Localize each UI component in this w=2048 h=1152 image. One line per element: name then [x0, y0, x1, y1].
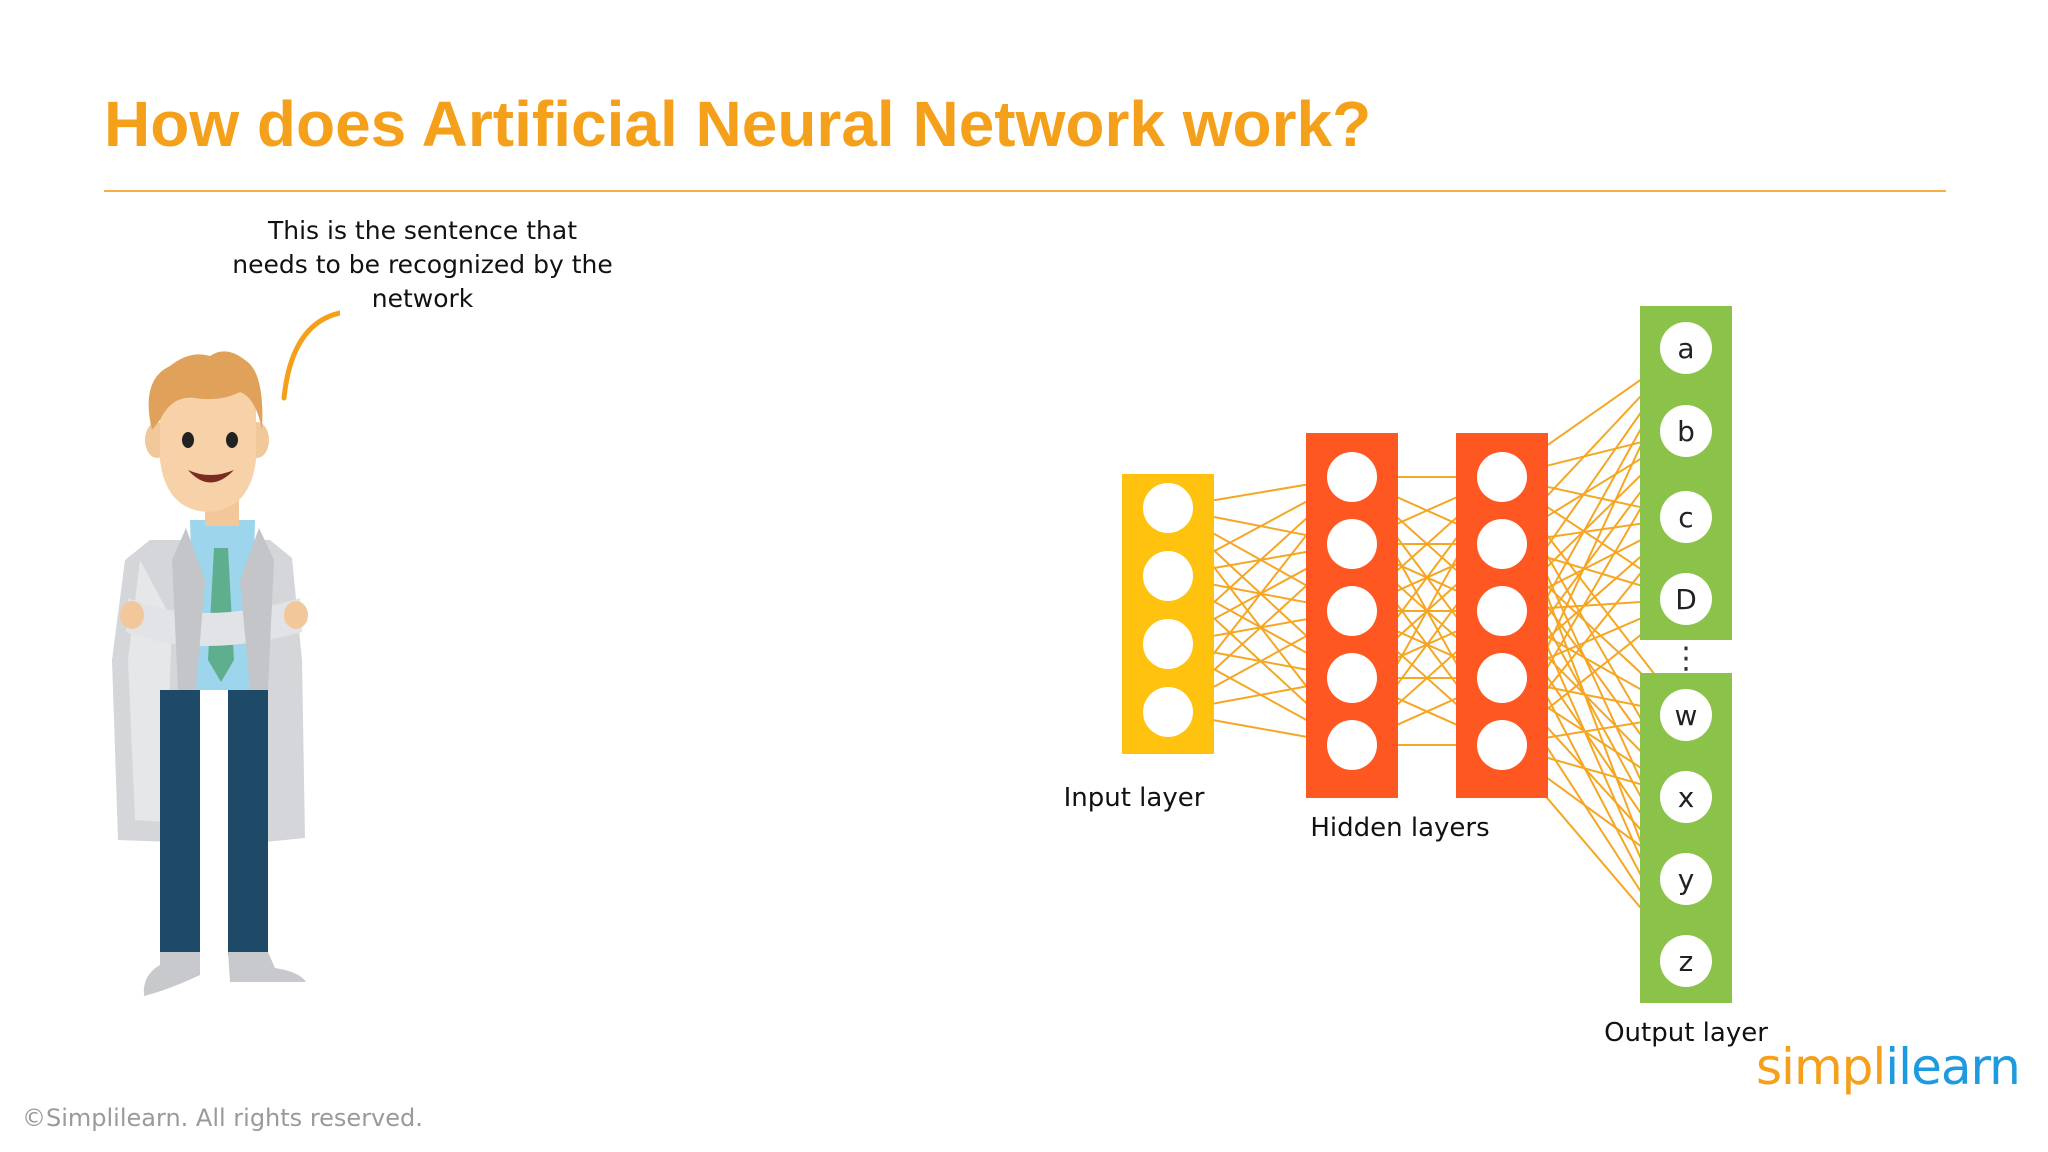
output-node	[1660, 689, 1712, 741]
coat-lapel-right	[240, 528, 274, 690]
scientist-character	[112, 310, 340, 996]
output-node	[1660, 853, 1712, 905]
hidden-node	[1477, 586, 1527, 636]
hidden-node	[1327, 452, 1377, 502]
hand-left	[120, 601, 144, 629]
connections	[1167, 361, 1678, 943]
output-node-label: w	[1675, 699, 1698, 732]
speech-text: This is the sentence that needs to be re…	[220, 214, 625, 316]
speech-line: network	[371, 284, 474, 313]
input-node	[1143, 483, 1193, 533]
coat-lapel-left	[172, 528, 205, 690]
shoe-left	[143, 952, 200, 996]
output-node	[1660, 771, 1712, 823]
output-node-label: y	[1678, 863, 1695, 896]
output-node	[1660, 322, 1712, 374]
leg-left	[160, 690, 200, 955]
output-node-label: D	[1675, 583, 1697, 616]
shoe-right	[228, 952, 306, 982]
hair	[148, 351, 263, 430]
hand-right	[284, 601, 308, 629]
eye-left	[182, 432, 194, 448]
hidden-layers-label: Hidden layers	[1310, 813, 1490, 843]
eye-right	[226, 432, 238, 448]
output-node	[1660, 935, 1712, 987]
hidden-node	[1477, 452, 1527, 502]
output-node	[1660, 491, 1712, 543]
mouth	[188, 470, 234, 483]
hidden-node	[1477, 519, 1527, 569]
hidden-node	[1327, 720, 1377, 770]
title-divider	[104, 190, 1946, 192]
output-node	[1660, 573, 1712, 625]
output-ellipsis: ⋮	[1671, 641, 1701, 676]
simplilearn-logo: simplilearn	[1756, 1038, 2021, 1096]
hidden-node	[1327, 653, 1377, 703]
hidden-node	[1477, 720, 1527, 770]
output-layer-label: Output layer	[1604, 1018, 1768, 1048]
input-node	[1143, 551, 1193, 601]
copyright-text: ©Simplilearn. All rights reserved.	[22, 1104, 423, 1132]
output-node-label: z	[1679, 945, 1694, 978]
hidden-node	[1477, 653, 1527, 703]
speech-line: needs to be recognized by the	[232, 250, 613, 279]
input-node	[1143, 687, 1193, 737]
input-layer-label: Input layer	[1063, 783, 1205, 813]
slide-title: How does Artificial Neural Network work?	[104, 88, 1372, 160]
hidden-node	[1327, 586, 1377, 636]
speech-curve	[281, 310, 340, 401]
output-node-label: x	[1678, 781, 1695, 814]
output-node	[1660, 405, 1712, 457]
hidden-node	[1327, 519, 1377, 569]
layers: a b cDw x y z ⋮	[1122, 306, 1732, 1003]
output-node-label: c	[1678, 501, 1693, 534]
leg-right	[228, 690, 268, 955]
speech-line: This is the sentence that	[267, 216, 578, 245]
input-node	[1143, 619, 1193, 669]
output-node-label: b	[1677, 415, 1695, 448]
output-node-label: a	[1677, 332, 1694, 365]
